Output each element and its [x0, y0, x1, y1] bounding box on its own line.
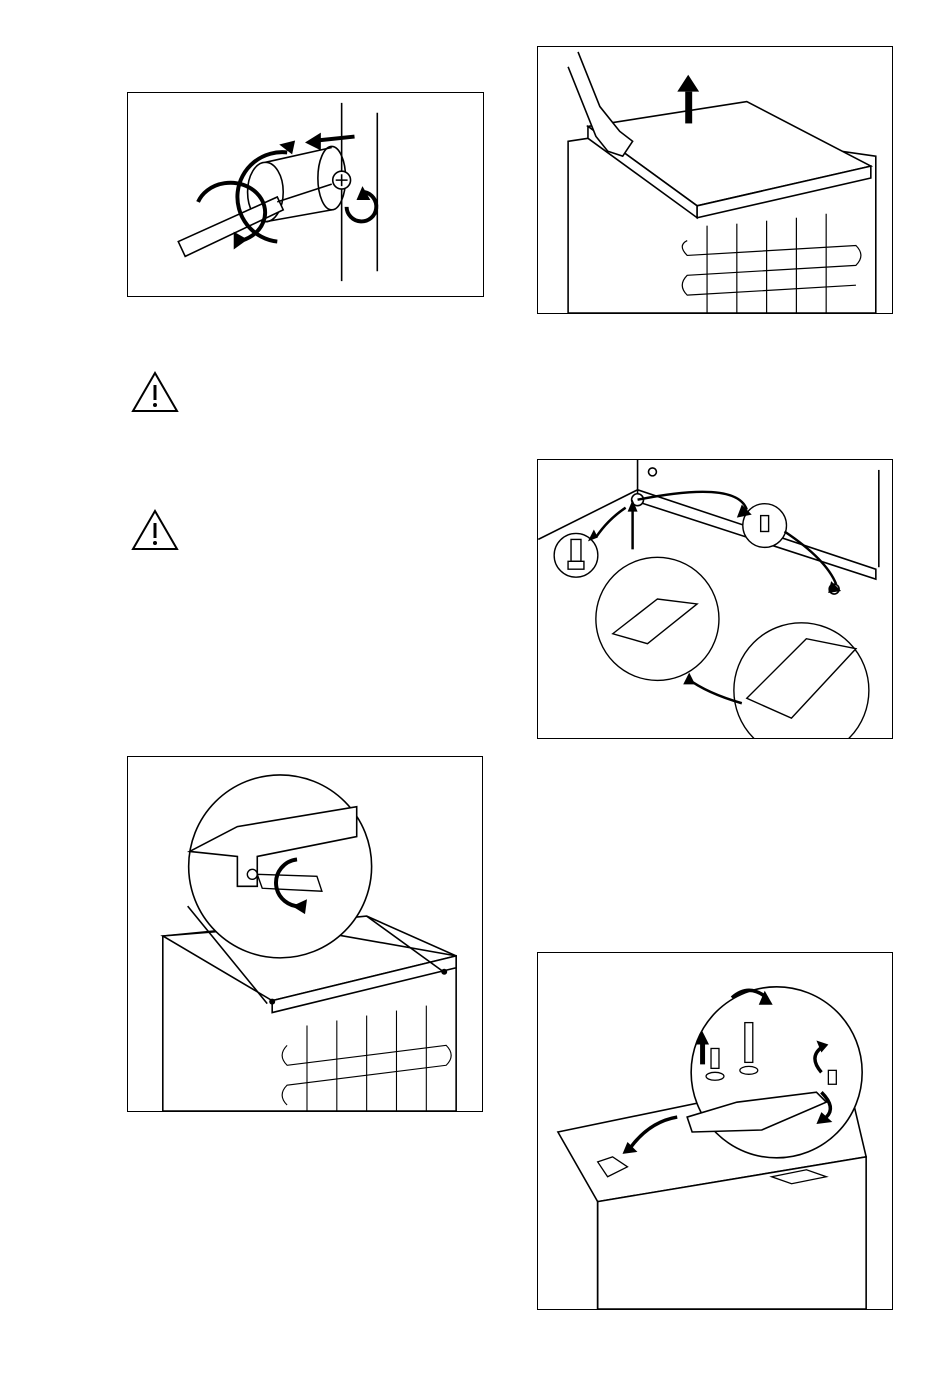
hinge-pin-illustration	[538, 460, 892, 738]
warning-triangle-icon	[130, 370, 180, 414]
top-cover-illustration	[538, 47, 892, 313]
figure-lift-top-cover	[537, 46, 893, 314]
door-pin-illustration	[128, 93, 483, 296]
hinge-icon	[596, 557, 869, 738]
figure-move-hinge-pin	[537, 459, 893, 739]
refit-hinge-illustration	[538, 953, 892, 1309]
unscrew-cover-illustration	[128, 757, 482, 1111]
figure-unscrew-top-cover	[127, 756, 483, 1112]
figure-remove-door-pin	[127, 92, 484, 297]
warning-triangle-icon	[130, 508, 180, 552]
figure-refit-hinge	[537, 952, 893, 1310]
